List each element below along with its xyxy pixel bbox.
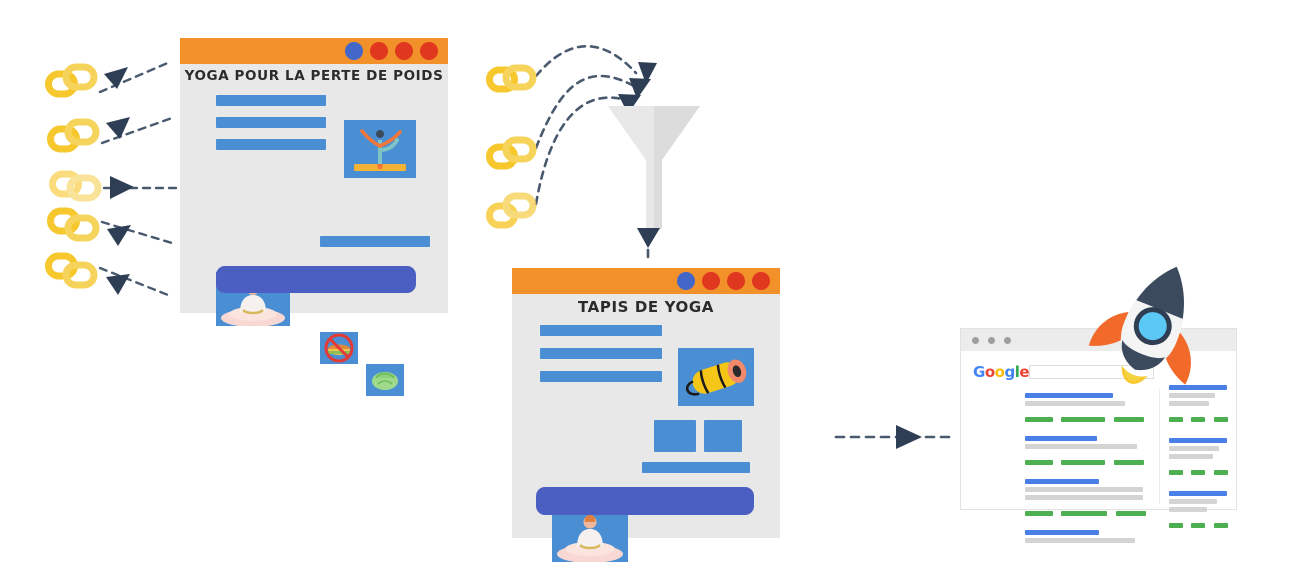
window-dot-blue <box>345 42 363 60</box>
window-dot-red <box>752 272 770 290</box>
result-snippet <box>1169 446 1219 451</box>
window-dot-red <box>702 272 720 290</box>
main-results-column <box>1025 393 1153 543</box>
window-dot-red <box>370 42 388 60</box>
result-snippet <box>1169 499 1217 504</box>
window-dot-red <box>395 42 413 60</box>
text-line <box>216 117 326 128</box>
hero-image-yoga-mat <box>678 348 754 406</box>
backlink-icon <box>485 190 539 239</box>
result-snippet <box>1025 538 1135 543</box>
side-results-column <box>1169 385 1229 533</box>
result-tag <box>1169 523 1183 528</box>
result-tag <box>1025 511 1053 516</box>
placeholder-block <box>704 420 742 452</box>
result-item[interactable] <box>1025 393 1153 427</box>
result-tag <box>1213 523 1228 528</box>
result-title <box>1025 530 1099 535</box>
backlink-icon <box>46 205 102 250</box>
window-dot-blue <box>677 272 695 290</box>
result-tag <box>1025 460 1053 465</box>
google-logo: Google <box>973 363 1030 381</box>
result-snippet <box>1025 401 1125 406</box>
result-tag <box>1061 511 1108 516</box>
result-item[interactable] <box>1169 491 1229 533</box>
rocket-launch-icon <box>1072 252 1232 404</box>
result-tag <box>1191 417 1206 422</box>
text-line <box>540 371 662 382</box>
result-item[interactable] <box>1025 530 1153 543</box>
result-tag <box>1213 417 1228 422</box>
page-title: YOGA POUR LA PERTE DE POIDS <box>184 68 444 84</box>
window-dot <box>972 336 979 344</box>
result-snippet <box>1169 393 1215 398</box>
result-snippet <box>1025 444 1137 449</box>
result-item[interactable] <box>1025 436 1153 470</box>
result-snippet <box>1025 487 1143 492</box>
browser-titlebar <box>512 268 780 294</box>
result-snippet <box>1169 401 1209 406</box>
result-item[interactable] <box>1169 385 1229 427</box>
result-tag <box>1113 460 1144 465</box>
placeholder-block <box>654 420 696 452</box>
result-tag <box>1061 460 1106 465</box>
result-title <box>1025 479 1099 484</box>
result-tag <box>1113 417 1144 422</box>
text-line <box>320 236 430 247</box>
result-tag <box>1213 470 1228 475</box>
backlink-icon <box>485 62 539 105</box>
text-line <box>540 325 662 336</box>
cta-button[interactable] <box>536 487 754 515</box>
gallery-image-no-junk-food <box>320 332 358 364</box>
result-title <box>1025 393 1113 398</box>
result-tag <box>1191 470 1206 475</box>
text-line <box>216 95 326 106</box>
window-dot-red <box>727 272 745 290</box>
window-dot <box>1004 336 1011 344</box>
funnel-shape <box>608 106 700 238</box>
yoga-mat-page[interactable]: TAPIS DE YOGA <box>512 268 780 562</box>
gallery-image-lotus-pose <box>552 504 628 562</box>
backlink-icon <box>48 166 104 211</box>
page-title: TAPIS DE YOGA <box>578 298 714 316</box>
hero-image-yoga-pose <box>344 120 416 178</box>
result-tag <box>1191 523 1206 528</box>
result-title <box>1169 385 1227 390</box>
backlink-icon <box>44 62 100 107</box>
text-line <box>642 462 750 473</box>
window-dot <box>988 336 995 344</box>
text-line <box>540 348 662 359</box>
result-snippet <box>1025 495 1143 500</box>
backlink-icon <box>46 117 102 162</box>
window-dot-red <box>420 42 438 60</box>
result-snippet <box>1169 454 1213 459</box>
result-title <box>1169 491 1227 496</box>
browser-titlebar <box>180 38 448 64</box>
result-tag <box>1115 511 1146 516</box>
result-item[interactable] <box>1025 479 1153 521</box>
cta-button[interactable] <box>216 266 416 293</box>
result-tag <box>1169 417 1183 422</box>
result-item[interactable] <box>1169 438 1229 480</box>
backlink-icon <box>485 135 539 180</box>
result-title <box>1025 436 1097 441</box>
text-line <box>216 139 326 150</box>
gallery-image-green-salad <box>366 364 404 396</box>
result-tag <box>1061 417 1106 422</box>
backlink-icon <box>44 250 100 297</box>
column-divider <box>1159 389 1160 504</box>
result-tag <box>1025 417 1053 422</box>
result-snippet <box>1169 507 1207 512</box>
result-title <box>1169 438 1227 443</box>
result-tag <box>1169 470 1183 475</box>
yoga-weight-loss-page[interactable]: YOGA POUR LA PERTE DE POIDS <box>180 38 448 396</box>
